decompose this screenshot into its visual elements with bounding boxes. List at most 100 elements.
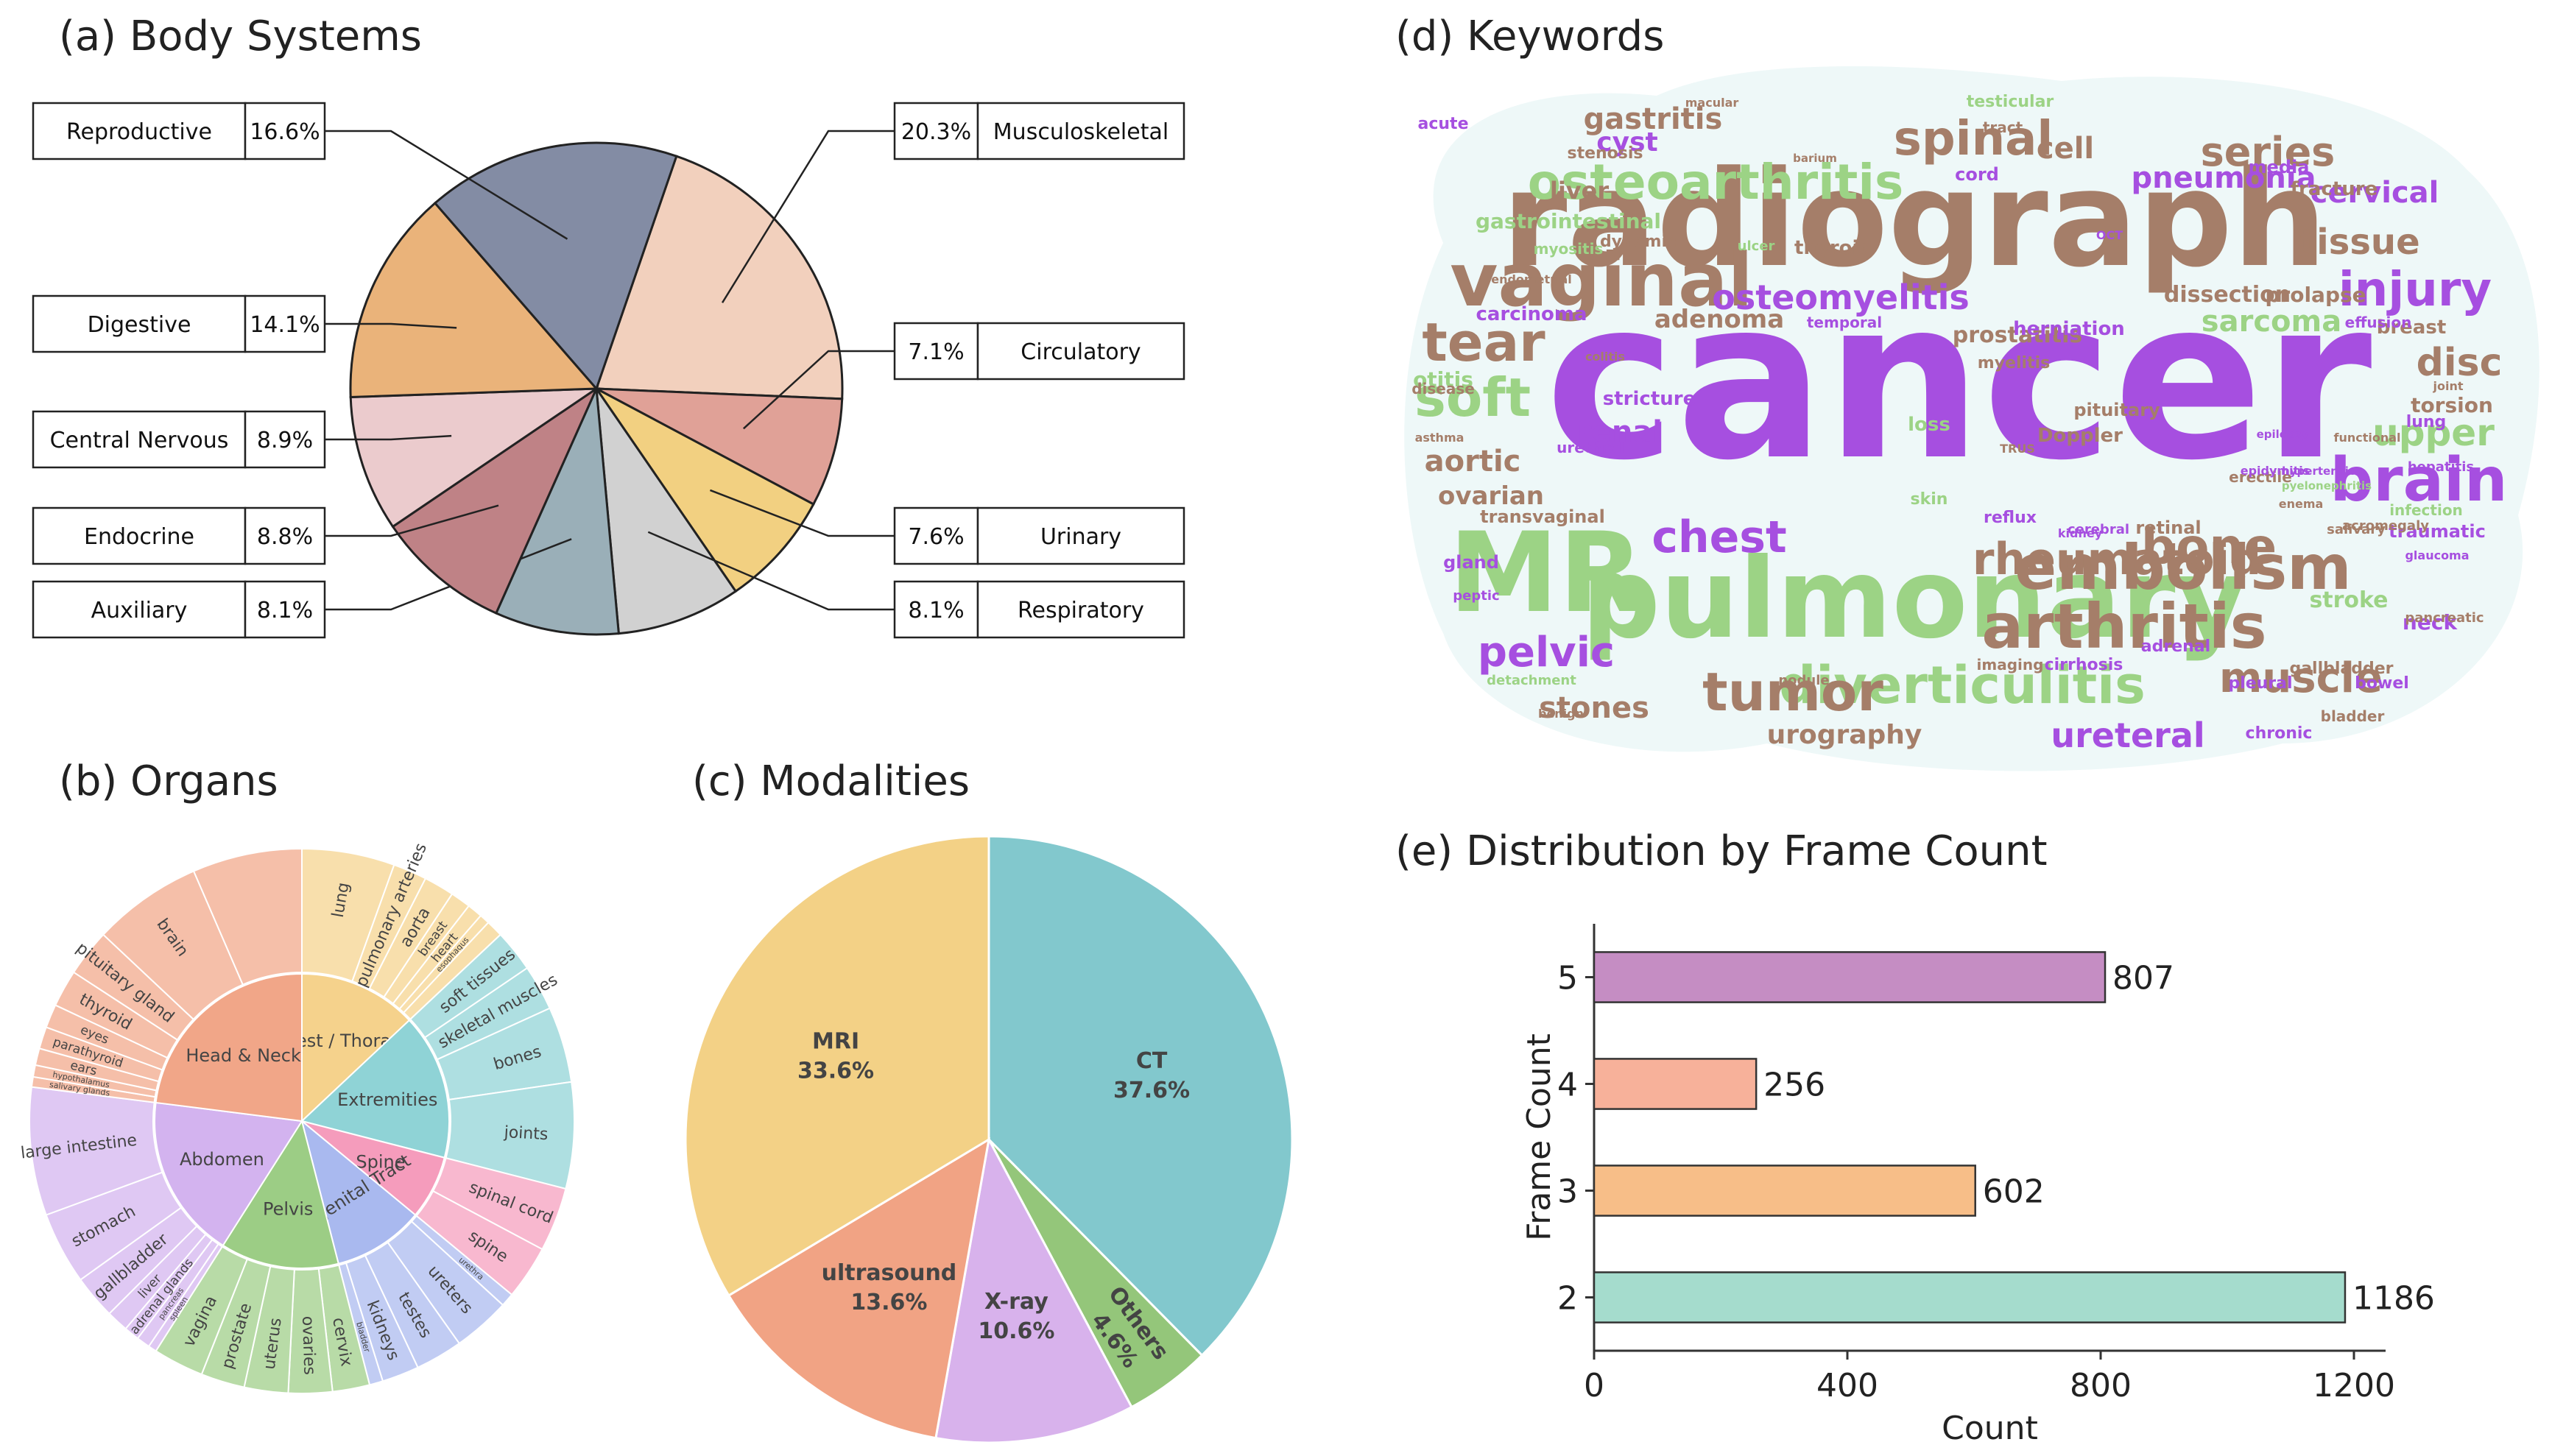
bar-value-label: 602 [1983,1173,2045,1211]
frame-count-bar [1593,951,2107,1003]
modality-pct: 10.6% [978,1318,1054,1344]
keyword-word: reflux [1984,509,2037,527]
modality-pct: 33.6% [797,1058,874,1084]
y-tick-label: 5 [1557,960,1578,997]
body-system-label-box [32,410,247,469]
keyword-word: skin [1911,490,1948,509]
body-system-label: Endocrine [84,524,194,550]
keyword-word: spinal [1894,112,2054,166]
keyword-word: joint [2433,379,2464,393]
keyword-word: radiograph [1502,143,2327,297]
keyword-word: bladder [2321,707,2385,725]
title-a: (a) Body Systems [59,13,422,60]
keyword-word: colitis [1585,350,1625,364]
keyword-word: prolapse [2265,283,2366,307]
keyword-word: effusion [2345,314,2412,331]
modalities-pie-chart: CT37.6%Others4.6%X-ray10.6%ultrasound13.… [684,835,1294,1444]
body-system-label: Central Nervous [50,428,229,453]
body-system-pct: 7.6% [908,524,964,550]
keyword-word: bowel [2355,674,2409,693]
keyword-word: enema [2279,497,2324,511]
body-system-slice-digestive [349,201,599,398]
body-system-slice-musculoskeletal [594,155,844,400]
body-system-pct: 8.9% [257,428,313,453]
organ-slice [192,847,303,986]
body-system-pct: 8.8% [257,524,313,550]
y-tick-label: 4 [1557,1067,1578,1104]
body-system-label: Musculoskeletal [993,119,1169,145]
keyword-word: dynamic [1600,233,1677,251]
body-system-label: Circulatory [1021,339,1141,365]
bar-value-label: 256 [1763,1067,1825,1104]
body-system-pct-box [893,580,979,639]
keyword-word: nodule [1778,673,1829,688]
keyword-word: osteomyelitis [1712,278,1970,317]
keyword-word: breast [2377,317,2447,339]
keyword-word: loss [1908,414,1950,436]
body-system-pct: 14.1% [250,312,320,338]
modality-pct: 37.6% [1113,1078,1190,1103]
keyword-word: kidney [2058,526,2103,540]
organ-label: joints [503,1123,549,1144]
keyword-word: pancreatic [2405,610,2484,626]
keyword-word: salivary [2327,522,2386,537]
keyword-word: gallbladder [2289,660,2393,678]
body-system-leader-line [325,322,457,329]
keyword-word: gastritis [1584,102,1723,136]
keyword-word: brain [2330,445,2508,515]
modality-label: X-ray [984,1289,1048,1315]
keyword-word: myositis [1534,240,1604,258]
modality-label: MRI [812,1028,859,1054]
body-system-pct: 16.6% [250,119,320,145]
keyword-word: imaging [1977,656,2044,674]
body-system-slice-respiratory [594,384,738,635]
keyword-word: stricture [1603,388,1696,410]
bar-value-label: 807 [2112,960,2174,997]
frame-count-bar [1593,1058,1758,1110]
body-system-pct-box [244,580,326,639]
x-tick-label: 800 [2070,1367,2132,1404]
body-system-leader-line [325,130,568,240]
body-system-leader-line [709,489,895,537]
keyword-word: pelvic [1478,629,1615,676]
keyword-word: rheumatoid [1973,534,2261,585]
keyword-word: bone [2141,518,2277,575]
keyword-word: carcinoma [1476,303,1587,325]
title-b: (b) Organs [59,757,278,805]
keyword-word: fracture [2291,178,2378,200]
keyword-word: myelitis [1978,354,2050,372]
keyword-word: Doppler [2037,425,2123,447]
modality-slice-x-ray [934,1136,1133,1444]
modality-label: ultrasound [822,1260,957,1286]
keyword-word: cancer [1545,252,2373,509]
body-system-slice-central-nervous [349,387,601,529]
word-cloud-background [1404,66,2539,771]
organ-group-slice [155,972,303,1123]
keyword-word: ovarian [1438,481,1544,511]
keyword-word: pyelonephritis [2282,479,2372,492]
keyword-word: pulmonary [1582,535,2248,663]
keyword-word: functional [2333,431,2400,445]
body-system-leader-line [325,434,452,441]
body-system-leader-line [325,504,499,537]
keyword-word: tissue [2299,222,2419,263]
bar-value-label: 1186 [2352,1280,2435,1318]
keyword-word: stones [1539,691,1649,725]
body-system-label-box [32,506,247,565]
organ-group-label: Head & Neck [186,1045,301,1066]
keyword-word: disease [1411,380,1475,397]
body-system-leader-line [742,350,895,430]
body-system-slice-reproductive [433,141,678,391]
organ-group-label: Spine [356,1151,405,1172]
keyword-word: ureteral [2051,715,2204,755]
keyword-word: epidymitis [2241,464,2310,478]
keyword-word: diverticulitis [1779,655,2146,715]
keyword-word: barium [1793,152,1837,165]
modality-label-group: X-ray 10.6% [978,1289,1054,1344]
keyword-word: temporal [1807,314,1882,331]
body-system-label-box [32,294,247,353]
